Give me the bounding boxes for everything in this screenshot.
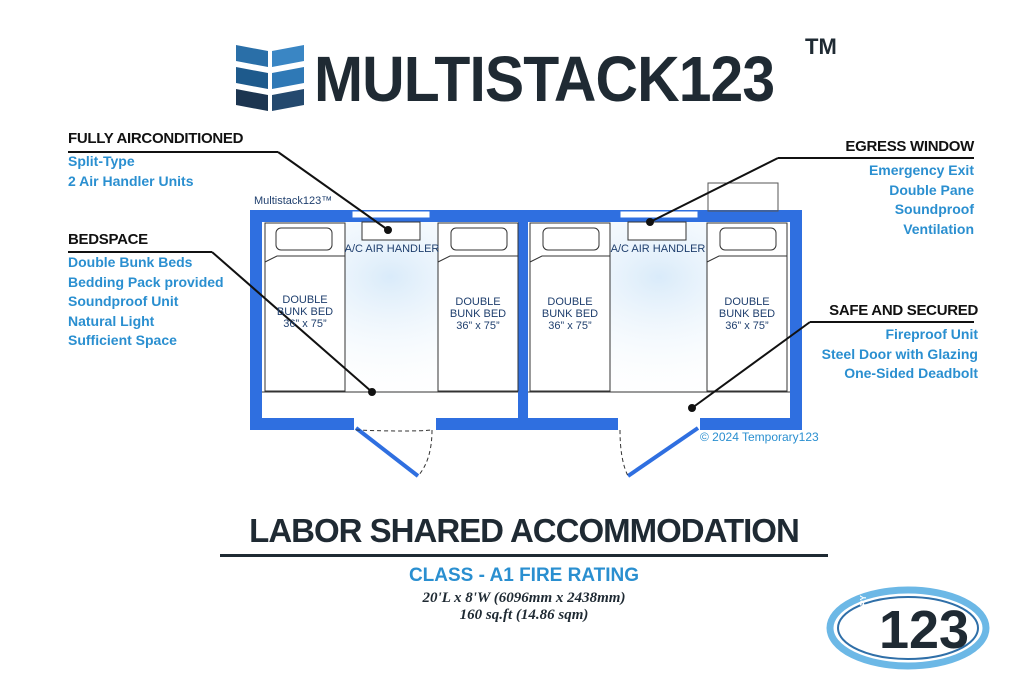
trademark-mark: TM [805, 34, 837, 59]
callout-heading: EGRESS WINDOW [845, 138, 974, 155]
logo-word: TEMPORARY [859, 595, 868, 646]
copyright: © 2024 Temporary123 [700, 430, 819, 444]
callout-safe-secured: SAFE AND SECURED Fireproof Unit Steel Do… [774, 302, 979, 384]
callout-bedspace: BEDSPACE Double Bunk Beds Bedding Pack p… [68, 231, 224, 348]
logo-number: 123 [879, 600, 969, 660]
outdoor-unit [707, 182, 779, 212]
callout-egress-window: EGRESS WINDOW Emergency Exit Double Pane… [774, 138, 974, 239]
egress-window-left [351, 210, 431, 219]
stacked-blocks-icon [236, 45, 304, 111]
callout-heading: FULLY AIRCONDITIONED [68, 130, 244, 147]
bunk-bed-3 [529, 222, 611, 392]
page-title: LABOR SHARED ACCOMMODATION [249, 512, 800, 549]
ac-label-right: A/C AIR HANDLER [610, 243, 706, 255]
door-left [354, 426, 433, 478]
door-right [619, 426, 700, 478]
bunk-bed-2 [437, 222, 519, 392]
bunk-bed-1 [264, 222, 346, 392]
air-handler-right [627, 221, 687, 241]
plan-tag: Multistack123™ [254, 195, 333, 207]
brand-header: MULTISTACK123 [234, 38, 814, 120]
dimensions: 20'L x 8'W (6096mm x 2438mm) 160 sq.ft (… [422, 590, 626, 623]
callout-heading: BEDSPACE [68, 231, 148, 248]
temporary123-logo: 123 TEMPORARY [826, 586, 990, 670]
callout-heading: SAFE AND SECURED [829, 302, 978, 319]
callout-airconditioned: FULLY AIRCONDITIONED Split-Type 2 Air Ha… [68, 130, 244, 189]
ac-label-left: A/C AIR HANDLER [344, 243, 440, 255]
brand-name: MULTISTACK123 [314, 43, 775, 115]
callout-leaders [68, 151, 974, 412]
fire-rating: CLASS - A1 FIRE RATING [408, 565, 640, 586]
title-underline [220, 554, 828, 557]
bunk-bed-4 [706, 222, 788, 392]
